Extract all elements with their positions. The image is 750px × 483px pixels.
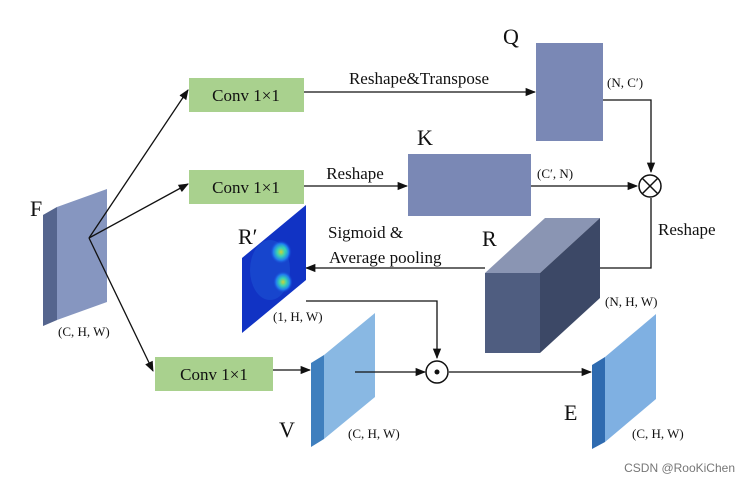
arrow-f-to-conv-v [88,237,154,372]
elementwise-operator-icon [425,360,449,384]
dims-k: (C′, N) [537,166,573,181]
conv-box-q: Conv 1×1 [189,78,304,112]
label-reshape-k: Reshape [326,164,384,183]
label-average-pooling: Average pooling [329,248,442,267]
heatmap-r-prime [242,205,306,333]
multiply-operator-icon [638,174,662,198]
svg-text:Conv 1×1: Conv 1×1 [180,365,248,384]
label-e: E [564,400,577,425]
feature-f-side [57,189,107,320]
tensor-r-cube [485,218,600,353]
dims-v: (C, H, W) [348,426,400,441]
dims-q: (N, C′) [607,75,643,90]
feature-map-v [311,313,375,447]
arrow-f-to-conv-q [88,89,189,239]
label-reshape-r: Reshape [658,220,716,239]
svg-text:Conv 1×1: Conv 1×1 [212,178,280,197]
label-r-prime: R′ [238,224,258,249]
feature-f-front [43,207,57,326]
matrix-q [536,43,603,141]
label-r: R [482,226,497,251]
arrow-f-to-conv-k [88,183,189,239]
arrow-r-prime-to-dot [306,300,442,360]
svg-text:Conv 1×1: Conv 1×1 [212,86,280,105]
dims-r-prime: (1, H, W) [273,309,323,324]
feature-map-f [43,189,107,326]
matrix-k [408,154,531,216]
watermark: CSDN @RooKiChen [624,461,735,475]
dims-r: (N, H, W) [605,294,657,309]
dims-e: (C, H, W) [632,426,684,441]
conv-box-k: Conv 1×1 [189,170,304,204]
arrow-q-to-multiply [603,99,656,174]
feature-map-e [592,314,656,449]
label-v: V [279,417,295,442]
label-q: Q [503,24,519,49]
dims-f: (C, H, W) [58,324,110,339]
conv-box-v: Conv 1×1 [155,357,273,391]
label-sigmoid: Sigmoid & [328,223,403,242]
label-k: K [417,125,433,150]
arrow-multiply-to-r [581,198,652,273]
label-reshape-transpose: Reshape&Transpose [349,69,489,88]
label-f: F [30,196,42,221]
